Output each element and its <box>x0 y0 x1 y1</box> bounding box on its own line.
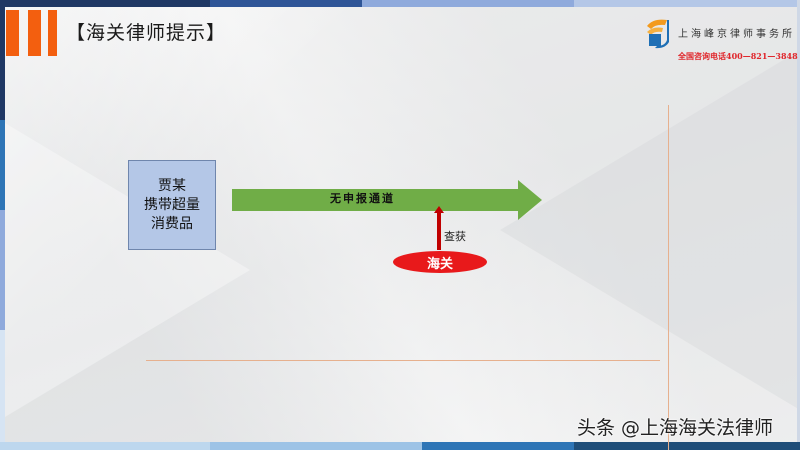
slide-title: 【海关律师提示】 <box>66 22 227 44</box>
title-stripe <box>28 10 41 56</box>
horizontal-divider <box>146 360 660 361</box>
customs-node: 海关 <box>393 251 487 273</box>
vertical-divider <box>668 105 669 450</box>
subject-line: 携带超量 <box>144 196 200 213</box>
customs-label: 海关 <box>426 256 453 272</box>
background-shape <box>500 50 800 410</box>
top-color-bar <box>0 0 800 7</box>
bottom-color-bar <box>0 442 800 450</box>
seize-arrow-icon <box>434 206 444 250</box>
right-color-bar <box>797 0 800 450</box>
subject-line: 贾某 <box>158 177 186 194</box>
title-stripe <box>6 10 19 56</box>
no-declaration-channel-label: 无申报通道 <box>330 192 395 205</box>
subject-box: 贾某 携带超量 消费品 <box>128 160 216 250</box>
subject-line: 消费品 <box>151 215 193 232</box>
firm-logo-icon <box>647 19 669 49</box>
title-stripe <box>48 10 57 56</box>
main-flow-arrow-icon <box>232 180 542 220</box>
firm-name: 上海峰京律师事务所 <box>678 29 795 40</box>
seized-label: 查获 <box>444 230 466 243</box>
left-color-bar <box>0 0 5 450</box>
firm-phone: 全国咨询电话400—821—3848 <box>678 51 798 61</box>
watermark: 头条 @上海海关法律师 <box>577 417 774 439</box>
